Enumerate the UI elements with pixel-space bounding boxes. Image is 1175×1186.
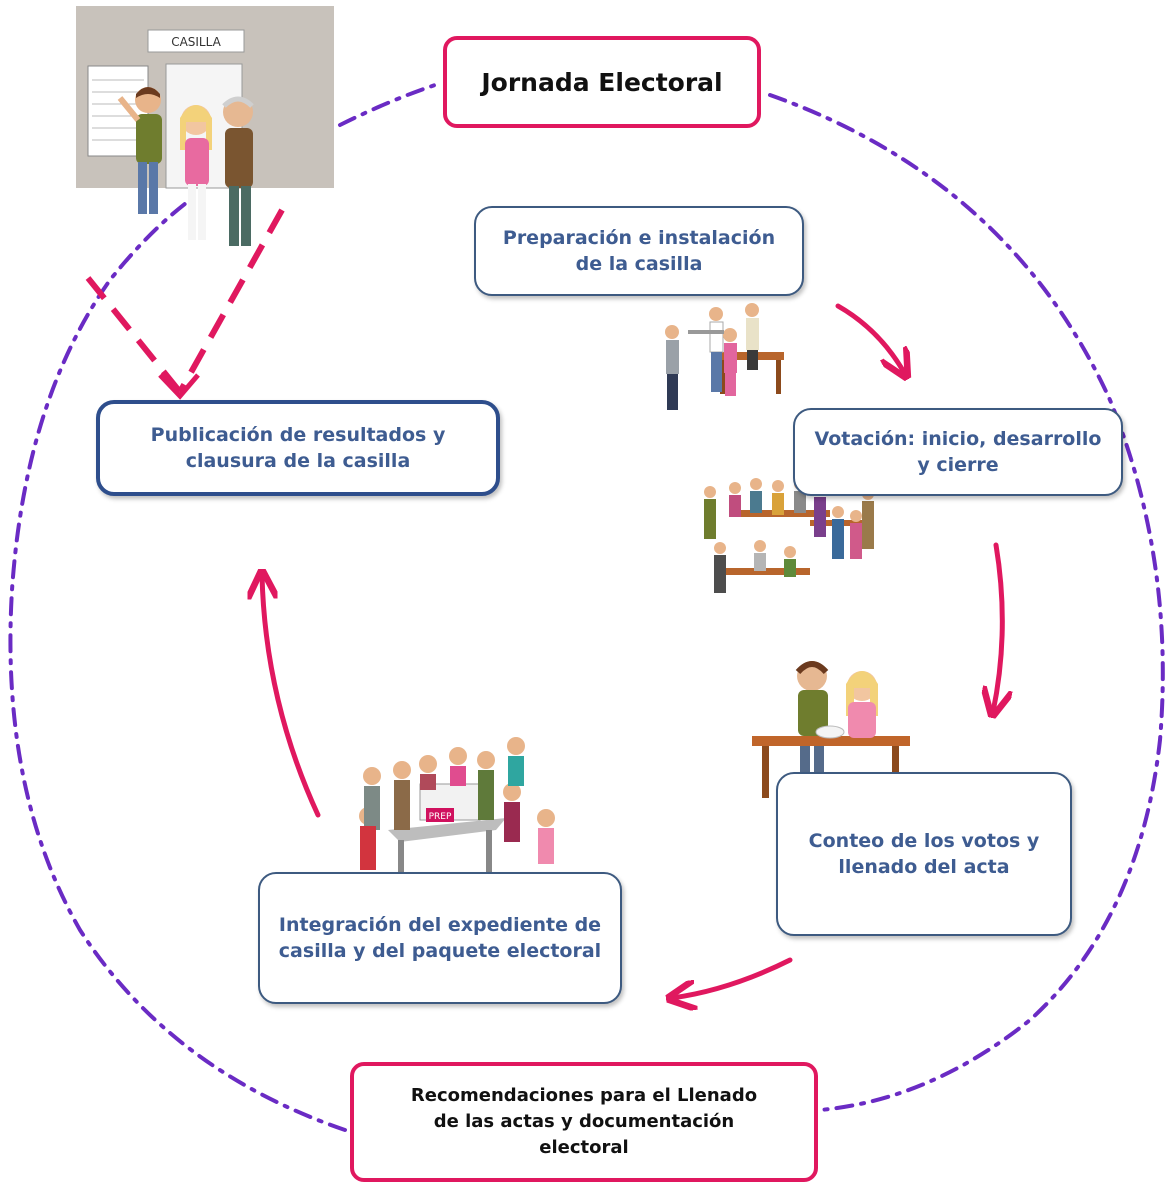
ballot-box-label: PREP xyxy=(429,812,452,822)
casilla-sign-label: CASILLA xyxy=(171,35,221,49)
arrow-votacion-to-conteo xyxy=(993,542,1002,712)
flow-arrows xyxy=(262,303,1002,998)
step-preparacion-label: Preparación e instalación de la casilla xyxy=(502,227,776,275)
voting-illustration xyxy=(704,478,874,593)
step-integracion-label: Integración del expediente de casilla y … xyxy=(278,914,602,962)
arrow-conteo-to-integracion xyxy=(672,957,793,998)
arrow-prep-to-votacion xyxy=(835,303,905,374)
step-publicacion-label: Publicación de resultados y clausura de … xyxy=(150,424,446,472)
step-conteo-box: Conteo de los votos y llenado del acta xyxy=(776,772,1072,936)
title-box: Jornada Electoral xyxy=(443,36,761,128)
integration-illustration: PREP xyxy=(359,737,555,880)
dashed-entry-arrow xyxy=(85,208,285,394)
step-votacion-label: Votación: inicio, desarrollo y cierre xyxy=(814,428,1102,476)
dashed-arrow-head xyxy=(158,373,200,400)
counting-illustration xyxy=(752,661,910,798)
step-preparacion-box: Preparación e instalación de la casilla xyxy=(474,206,804,296)
recommendations-box: Recomendaciones para el Llenado de las a… xyxy=(350,1062,818,1182)
arrow-integracion-to-publicacion xyxy=(262,575,321,818)
cycle-ring xyxy=(8,82,1165,1132)
step-votacion-box: Votación: inicio, desarrollo y cierre xyxy=(793,408,1123,496)
step-publicacion-box: Publicación de resultados y clausura de … xyxy=(96,400,500,496)
step-conteo-label: Conteo de los votos y llenado del acta xyxy=(808,830,1040,878)
recommendations-label: Recomendaciones para el Llenado de las a… xyxy=(410,1085,758,1158)
casilla-scene-illustration: CASILLA xyxy=(76,6,334,246)
diagram-title: Jornada Electoral xyxy=(481,67,723,97)
preparation-illustration xyxy=(665,303,784,410)
step-integracion-box: Integración del expediente de casilla y … xyxy=(258,872,622,1004)
